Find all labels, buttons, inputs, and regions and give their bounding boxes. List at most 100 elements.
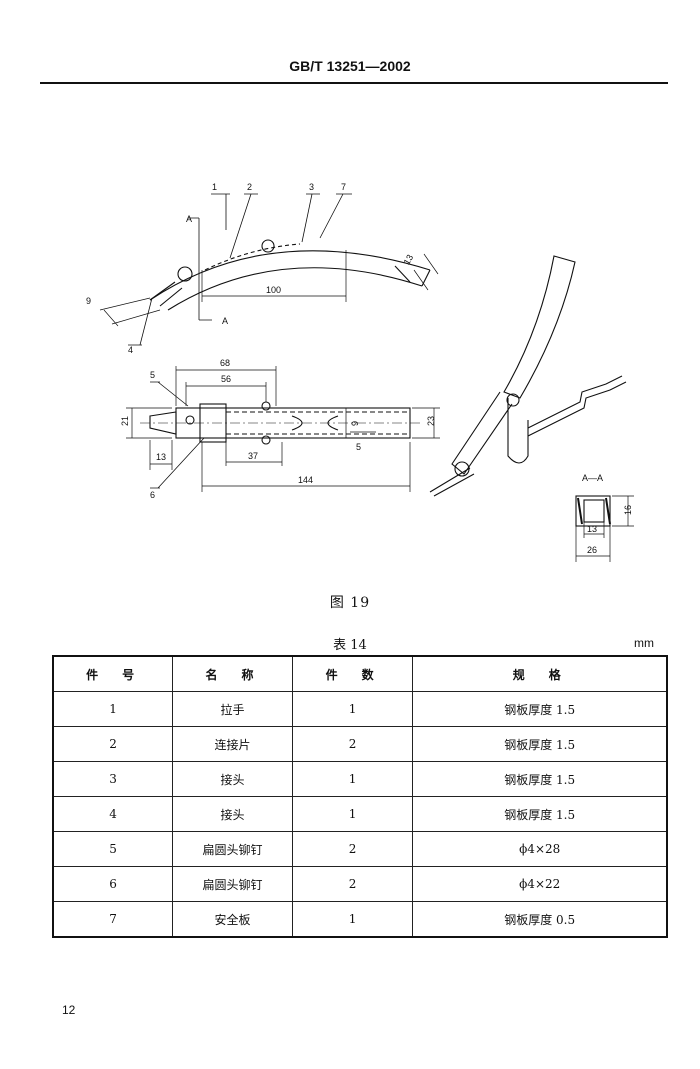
callout-leaders	[139, 193, 344, 346]
dim-line-37	[225, 442, 283, 466]
dim-line-100	[201, 250, 347, 302]
dim-line-16	[612, 495, 634, 527]
callout-6: 6	[150, 490, 155, 500]
table-row: 2 连接片 2 钢板厚度 1.5	[52, 726, 669, 762]
table-header-row: 件 号 名 称 件 数 规 格	[52, 655, 669, 692]
cell-spec: 钢板厚度 0.5	[412, 901, 669, 938]
cell-no: 5	[52, 831, 174, 867]
cell-spec: ϕ4×22	[412, 866, 669, 902]
table-caption: 表 14	[333, 638, 367, 653]
section-title: A—A	[582, 473, 603, 483]
section-inner	[583, 499, 605, 523]
callout-1: 1	[212, 182, 217, 192]
plan-tip	[149, 411, 177, 435]
open-tail	[429, 467, 475, 497]
cell-no: 3	[52, 761, 174, 797]
open-handle	[503, 255, 576, 399]
dim-line-68	[175, 366, 277, 406]
plan-hidden-lines	[226, 411, 410, 435]
dim-line-26	[575, 526, 611, 562]
cell-qty: 1	[291, 796, 414, 832]
end-hatch	[394, 265, 411, 283]
dim-13-side: 13	[402, 253, 416, 267]
cell-spec: 钢板厚度 1.5	[412, 726, 669, 762]
cell-name: 扁圆头铆钉	[172, 866, 293, 902]
section-hatch	[577, 497, 611, 525]
callout-7: 7	[341, 182, 346, 192]
header-rule	[40, 82, 668, 84]
cell-spec: ϕ4×28	[412, 831, 669, 867]
open-hinge-body	[507, 398, 529, 464]
dim-9-side: 9	[86, 296, 91, 306]
technical-drawing: 1 2 3 7 4 5 6 A A 100 9 13 68 56 21 23 1…	[86, 182, 634, 562]
dim-13-section: 13	[587, 524, 597, 534]
cell-qty: 1	[291, 901, 414, 938]
dim-line-13	[413, 253, 439, 291]
cell-name: 拉手	[172, 691, 293, 727]
cell-no: 1	[52, 691, 174, 727]
header-part-no: 件 号	[52, 655, 174, 692]
dim-line-56	[185, 382, 267, 406]
table-row: 6 扁圆头铆钉 2 ϕ4×22	[52, 866, 669, 902]
standard-number-header: GB/T 13251—2002	[289, 58, 411, 74]
header-quantity: 件 数	[291, 655, 414, 692]
handle-inner-hidden	[204, 243, 301, 271]
cell-name: 安全板	[172, 901, 293, 938]
table-row: 3 接头 1 钢板厚度 1.5	[52, 761, 669, 797]
open-link	[451, 391, 513, 475]
cell-no: 2	[52, 726, 174, 762]
dim-line-13-section	[583, 522, 605, 538]
link-plate	[149, 281, 183, 307]
table-row: 1 拉手 1 钢板厚度 1.5	[52, 691, 669, 727]
plan-rivet-2	[261, 401, 271, 411]
dim-line-13-plan	[149, 440, 173, 470]
handle-lower-edge	[167, 267, 423, 311]
cell-spec: 钢板厚度 1.5	[412, 761, 669, 797]
cell-no: 6	[52, 866, 174, 902]
dim-100: 100	[266, 285, 281, 295]
dim-line-21	[126, 407, 172, 439]
dim-68: 68	[220, 358, 230, 368]
dim-37: 37	[248, 451, 258, 461]
cell-name: 扁圆头铆钉	[172, 831, 293, 867]
section-mark-top: A	[186, 214, 192, 224]
callout-2: 2	[247, 182, 252, 192]
dim-21: 21	[120, 416, 130, 426]
dim-5: 5	[356, 442, 361, 452]
open-rivet-top	[506, 393, 520, 407]
table-row: 7 安全板 1 钢板厚度 0.5	[52, 901, 669, 938]
header-name: 名 称	[172, 655, 293, 692]
figure-caption: 图 19	[329, 595, 371, 611]
callout-underlines	[128, 193, 352, 346]
dim-56: 56	[221, 374, 231, 384]
parts-table: 件 号 名 称 件 数 规 格 1 拉手 1 钢板厚度 1.5 2 连接片 2 …	[52, 655, 669, 938]
cell-name: 接头	[172, 761, 293, 797]
table-unit: mm	[634, 636, 654, 650]
cell-qty: 1	[291, 761, 414, 797]
section-line-a	[188, 217, 212, 321]
cell-qty: 2	[291, 831, 414, 867]
dim-16: 16	[623, 505, 633, 515]
hinge-circle	[177, 266, 193, 282]
callout-3: 3	[309, 182, 314, 192]
page-number: 12	[62, 1003, 76, 1017]
cell-no: 7	[52, 901, 174, 938]
dim-23: 23	[426, 416, 436, 426]
dim-line-144	[201, 442, 411, 492]
plan-rivet-1	[185, 415, 195, 425]
section-outline	[575, 495, 611, 527]
cell-no: 4	[52, 796, 174, 832]
plan-callout-leaders	[150, 381, 205, 489]
rivet-circle	[261, 239, 275, 253]
header-spec: 规 格	[412, 655, 669, 692]
handle-upper-edge	[149, 250, 431, 301]
technical-drawing-figure: 1 2 3 7 4 5 6 A A 100 9 13 68 56 21 23 1…	[0, 170, 700, 590]
cell-qty: 1	[291, 691, 414, 727]
cell-name: 接头	[172, 796, 293, 832]
cell-qty: 2	[291, 726, 414, 762]
dim-26: 26	[587, 545, 597, 555]
dim-line-9	[99, 297, 161, 327]
table-row: 5 扁圆头铆钉 2 ϕ4×28	[52, 831, 669, 867]
cell-spec: 钢板厚度 1.5	[412, 691, 669, 727]
callout-4: 4	[128, 345, 133, 355]
